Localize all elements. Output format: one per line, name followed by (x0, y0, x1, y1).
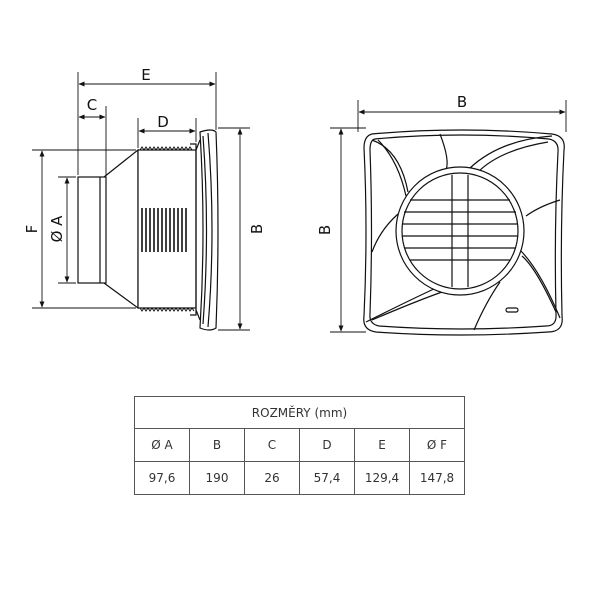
front-cover-profile (195, 129, 219, 331)
value-c: 26 (244, 461, 300, 495)
table-caption-row: ROZMĚRY (mm) (134, 396, 465, 429)
front-dimension-labels: B B (316, 93, 467, 235)
round-grille (395, 166, 525, 296)
header-b: B (189, 428, 245, 462)
cone-transition (103, 148, 139, 310)
label-d: D (157, 113, 169, 131)
housing-vents (141, 208, 187, 252)
label-b-top: B (457, 93, 467, 111)
indicator-light (505, 307, 519, 313)
header-e: E (354, 428, 410, 462)
housing-ribs (139, 146, 195, 312)
header-d: D (299, 428, 355, 462)
side-view (77, 129, 219, 331)
label-c: C (87, 96, 97, 114)
front-view (363, 129, 565, 336)
label-diameter-a: Ø A (48, 215, 66, 243)
value-d: 57,4 (299, 461, 355, 495)
label-f: F (23, 225, 41, 234)
header-diameter-a: Ø A (134, 428, 190, 462)
front-dimensions (330, 100, 567, 333)
table-caption: ROZMĚRY (mm) (134, 396, 465, 429)
value-e: 129,4 (354, 461, 410, 495)
header-c: C (244, 428, 300, 462)
table-header-row: Ø A B C D E Ø F (134, 428, 465, 462)
technical-drawing: E C D B F Ø A (23, 66, 567, 336)
side-dimensions (32, 72, 250, 331)
label-b-side: B (248, 224, 266, 234)
table-value-row: 97,6 190 26 57,4 129,4 147,8 (134, 461, 465, 495)
label-e: E (141, 66, 150, 84)
dimensions-table: ROZMĚRY (mm) Ø A B C D E Ø F 97,6 190 26… (134, 396, 465, 495)
value-b: 190 (189, 461, 245, 495)
side-dimension-labels: E C D B F Ø A (23, 66, 266, 242)
spigot (77, 176, 107, 284)
value-diameter-a: 97,6 (134, 461, 190, 495)
header-diameter-f: Ø F (409, 428, 465, 462)
value-diameter-f: 147,8 (409, 461, 465, 495)
label-b-front-side: B (316, 225, 334, 235)
